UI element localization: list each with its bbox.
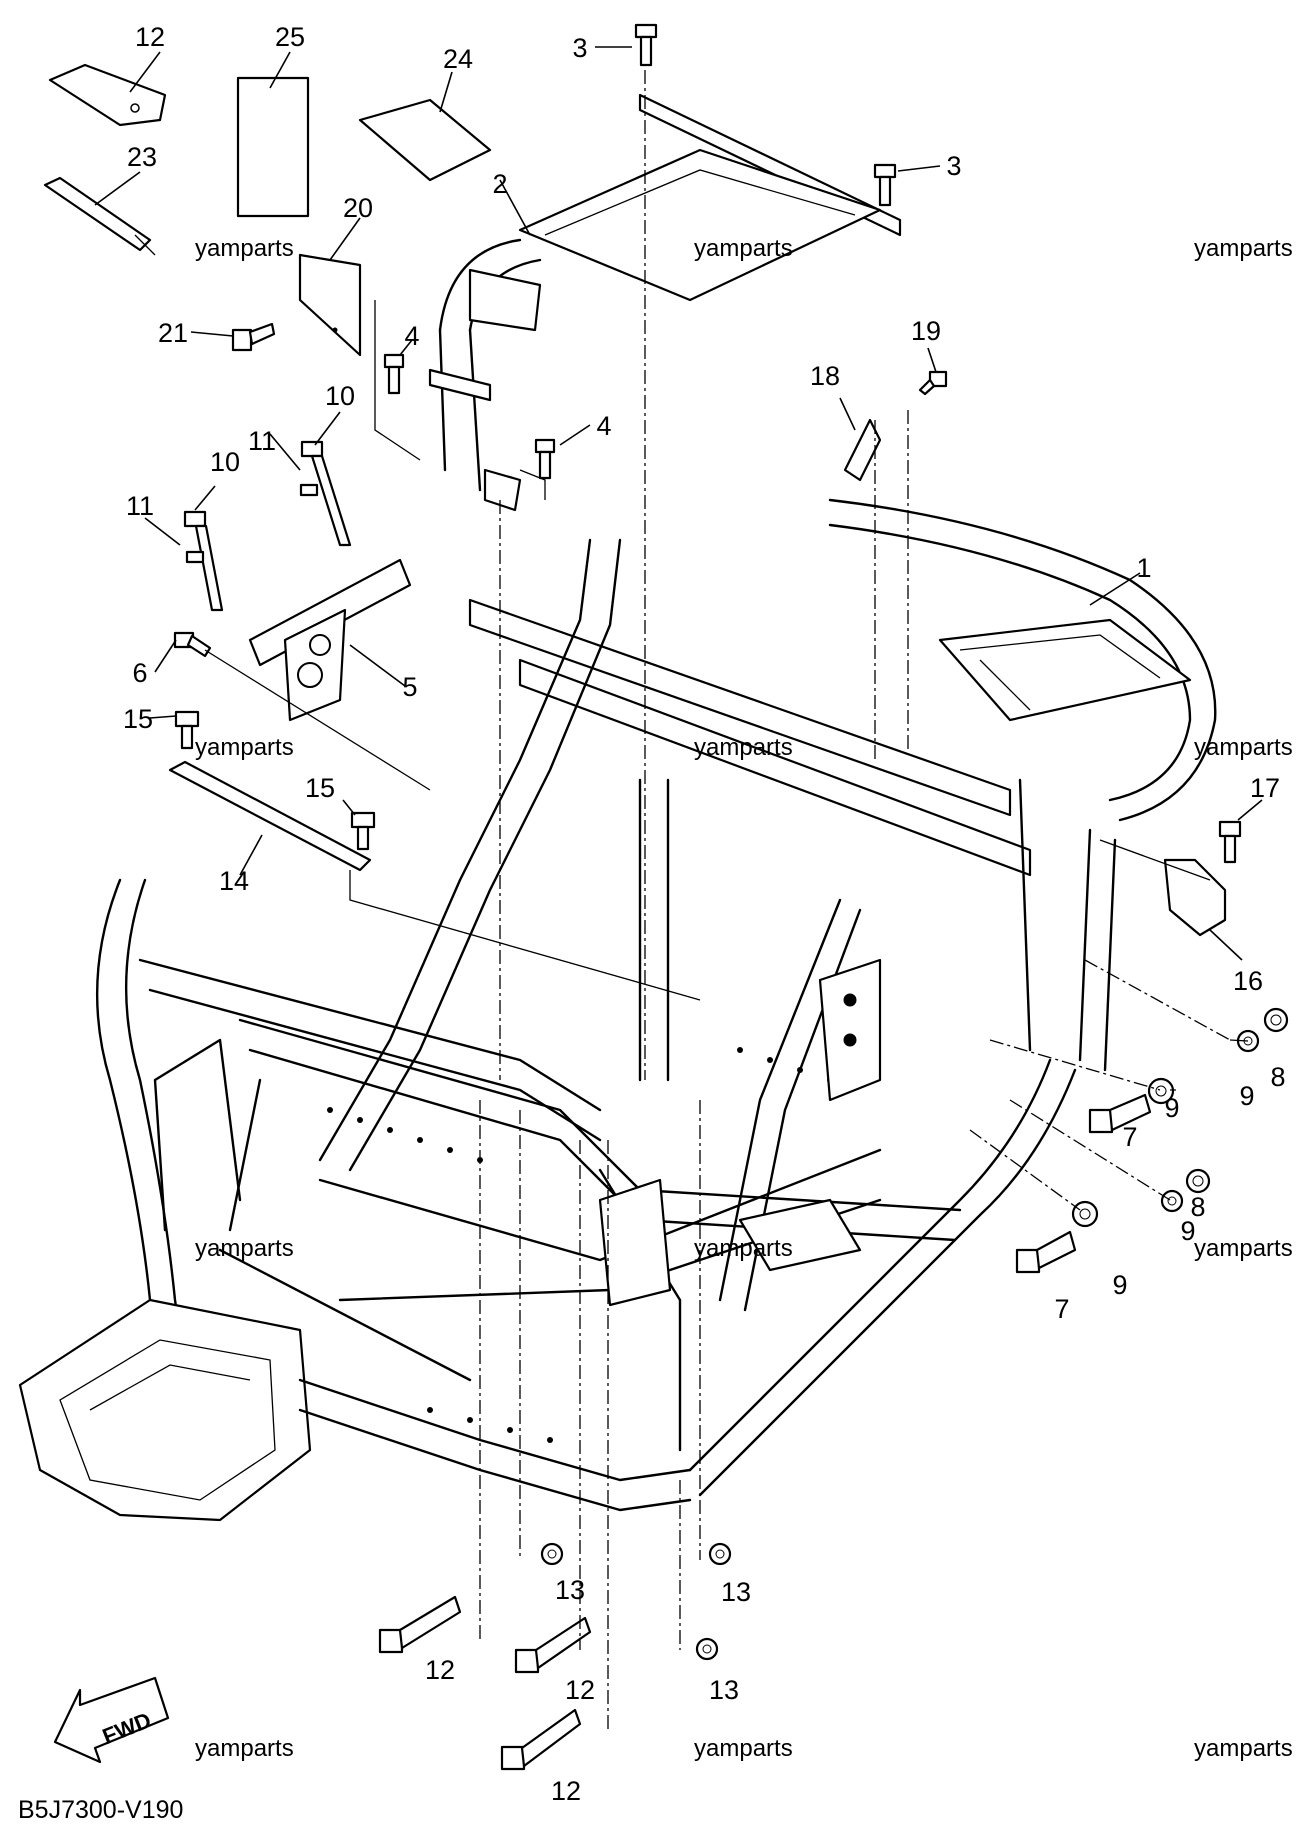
watermark-5: yamparts [694,734,793,761]
callout-25: 25 [275,22,305,52]
callout-3b: 3 [946,151,961,181]
watermark-11: yamparts [694,1735,793,1762]
fwd-arrow-icon: FWD [53,1676,170,1764]
watermark-1: yamparts [195,235,294,262]
part-18-bracket [843,418,882,482]
part-22-bracket [48,63,167,127]
watermark-3: yamparts [1194,235,1293,262]
part-10-11-bolts [183,440,352,612]
callout-16: 16 [1233,966,1263,996]
callout-20: 20 [343,193,373,223]
callout-2: 2 [492,169,507,199]
callout-6: 6 [132,658,147,688]
callout-7b: 7 [1054,1294,1069,1324]
callout-12b: 12 [565,1675,595,1705]
callout-15a: 15 [123,704,153,734]
part-6-bolt [173,631,212,658]
watermark-8: yamparts [694,1235,793,1262]
callout-9b: 9 [1164,1093,1179,1123]
watermarks: yamparts yamparts yamparts yamparts yamp… [195,235,1293,1762]
callout-4a: 4 [404,321,419,351]
part-3-bolt-right [873,163,897,207]
callout-12a: 12 [425,1655,455,1685]
part-25-label [236,76,310,218]
callout-4b: 4 [596,411,611,441]
part-4-bolt-a [383,353,405,395]
part-2-upper-subframe [428,93,902,512]
part-8-9-nuts-washers [1071,1007,1289,1228]
callout-9c: 9 [1180,1216,1195,1246]
part-4-bolt-b [534,438,556,480]
watermark-10: yamparts [195,1735,294,1762]
part-13-nuts [540,1542,732,1661]
part-21-bolt [231,322,276,352]
callout-12c: 12 [551,1776,581,1806]
callout-15b: 15 [305,773,335,803]
callout-9d: 9 [1112,1270,1127,1300]
callout-18: 18 [810,361,840,391]
part-5-bracket [248,558,412,722]
part-15-bolts [174,710,376,851]
part-7-bolts [1015,1093,1152,1274]
part-23-rod [43,176,156,256]
part-17-bolt [1218,820,1242,864]
callout-13c: 13 [709,1675,739,1705]
callout-21: 21 [158,318,188,348]
part-24-pad [358,98,492,182]
callout-14: 14 [219,866,249,896]
callout-22: 12 [135,22,165,52]
callout-9a: 9 [1239,1081,1254,1111]
part-12-bolts [378,1595,592,1771]
callout-23: 23 [127,142,157,172]
main-frame [18,498,1217,1522]
callout-11b: 11 [126,491,154,521]
watermark-7: yamparts [195,1235,294,1262]
watermark-6: yamparts [1194,734,1293,761]
leader-lines [94,46,1263,1730]
callout-3a: 3 [572,33,587,63]
watermark-2: yamparts [694,235,793,262]
callout-5: 5 [402,672,417,702]
part-16-bracket [1163,858,1227,937]
callout-1: 1 [1136,553,1151,583]
part-3-bolt-top [634,23,658,67]
callout-13a: 13 [555,1575,585,1605]
callout-8b: 8 [1190,1192,1205,1222]
callout-13b: 13 [721,1577,751,1607]
callout-11a: 11 [248,426,276,456]
callout-10a: 10 [325,381,355,411]
callout-10b: 10 [210,447,240,477]
callout-24: 24 [443,44,473,74]
callout-numbers: 12 25 24 23 3 3 2 20 21 4 4 10 11 10 11 … [123,22,1286,1806]
watermark-4: yamparts [195,734,294,761]
callout-19: 19 [911,316,941,346]
callout-8a: 8 [1270,1062,1285,1092]
part-20-plate [298,253,362,357]
watermark-9: yamparts [1194,1235,1293,1262]
callout-17: 17 [1250,773,1280,803]
watermark-12: yamparts [1194,1735,1293,1762]
part-19-bolt [918,370,948,396]
diagram-code: B5J7300-V190 [18,1796,183,1824]
callout-7a: 7 [1122,1122,1137,1152]
part-14-rail [168,760,372,872]
